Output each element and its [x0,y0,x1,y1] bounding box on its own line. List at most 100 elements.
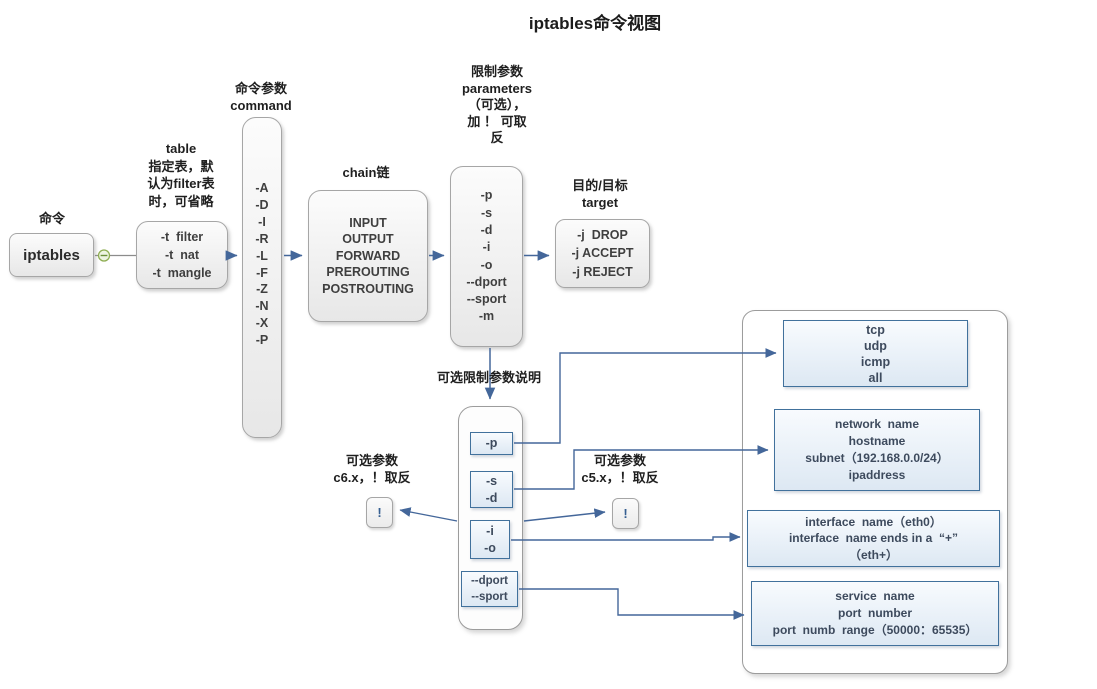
text-line: --sport [471,591,508,603]
text-line: -i [482,240,491,255]
text-line: -o [484,540,496,555]
addresses-box: network name hostname subnet（192.168.0.0/2… [774,409,980,491]
text-line: -s [485,474,498,488]
text-line: hostname [848,434,906,448]
port-option-box: --dport--sport [461,571,518,607]
command-options-node: -A -D -I -R -L -F -Z -N -X -P [242,117,282,438]
text-line: -t filter [160,230,204,244]
interfaces-box: interface name（eth0） interface name ends … [747,510,1000,567]
text-line: -I [258,214,266,229]
text-line: -F [256,265,268,280]
ports-box: service name port number port numb range（5… [751,581,999,646]
text-line: 反 [490,130,504,146]
collapse-icon [97,249,111,262]
sd-option-box: -s -d [470,471,513,508]
text-line: 指定表，默 [148,158,214,174]
text-line: subnet（192.168.0.0/24） [805,451,949,465]
text-line: 限制参数 [470,64,523,79]
text-line: -d [480,222,493,237]
params-node: -p -s -d -i -o --dport --sport -m [450,166,523,347]
text-line: OUTPUT [342,232,394,247]
text-line: 可选参数 [345,453,398,468]
io-option-box: -i -o [470,520,510,559]
text-line: -Z [256,282,268,297]
text-line: port numb range（50000：65535） [772,623,978,637]
optional-params-label: 可选限制参数说明 [436,370,541,385]
text-line: c5.x，！取反 [581,470,659,485]
text-line: --sport [466,292,507,307]
text-line: -j REJECT [572,264,633,279]
connector-p-protocols [514,348,777,444]
text-line: -N [255,299,269,314]
text-line: -X [255,316,269,331]
left-bang-label: ! [377,505,382,520]
target-node: -j DROP -j ACCEPT -j REJECT [555,219,650,288]
left-bang-box: ! [366,497,393,528]
arrow-right-bang [523,508,606,522]
text-line: interface name（eth0） [805,514,942,529]
command-label: 命令 [38,211,65,226]
text-line: FORWARD [335,248,401,263]
right-bang-box: ! [612,498,639,529]
text-line: PREROUTING [326,265,410,280]
text-line: -d [485,490,498,505]
text-line: 命令参数 [234,81,287,96]
text-line: -R [255,231,269,246]
connector-io-interfaces [511,532,741,542]
text-line: -D [255,197,269,212]
text-line: table [165,141,197,156]
text-line: command [230,98,292,113]
text-line: tcp [866,322,885,337]
arrow-left-bang [399,507,458,522]
text-line: parameters [461,80,533,96]
text-line: -j DROP [577,228,628,243]
text-line: c6.x，！取反 [333,470,411,485]
text-line: icmp [860,354,891,369]
text-line: POSTROUTING [322,281,414,296]
right-optional-note: 可选参数 c5.x，！取反 [568,452,672,486]
text-line: -p [480,188,493,203]
diagram-title: iptables命令视图 [528,14,662,33]
text-line: 认为filter表 [147,176,215,191]
text-line: -s [480,205,493,220]
text-line: service name [835,589,915,603]
text-line: -j ACCEPT [571,246,634,261]
p-option-label: -p [485,436,498,451]
iptables-node-label: iptables [23,246,80,264]
text-line: -i [486,524,494,538]
text-line: target [581,195,619,210]
text-line: udp [864,338,887,353]
text-line: all [868,370,883,385]
p-option-box: -p [470,432,513,455]
text-line: -P [255,333,269,348]
text-line: port number [838,606,912,620]
right-bang-label: ! [623,506,628,521]
text-line: -t nat [164,248,200,262]
table-options-node: -t filter -t nat -t mangle [136,221,228,289]
text-line: interface name ends in a “+” [788,531,959,546]
iptables-node: iptables [9,233,94,277]
text-line: INPUT [349,215,387,230]
text-line: 加 ！ 可取 [467,113,527,129]
text-line: -L [256,248,268,263]
text-line: -o [480,257,493,272]
text-line: 可选参数 [593,453,646,468]
text-line: network name [834,417,920,431]
text-line: -m [478,309,495,324]
text-line: （可选）， [467,97,527,113]
chain-note: chain链 [342,165,390,180]
connector-port-ports [519,588,745,620]
text-line: ipaddress [848,468,906,482]
text-line: -A [255,181,269,195]
command-note: 命令参数 command [211,80,311,114]
text-line: （eth+） [848,547,898,562]
left-optional-note: 可选参数 c6.x，！取反 [320,452,424,486]
text-line: -t mangle [152,266,212,280]
text-line: --dport [466,274,507,289]
